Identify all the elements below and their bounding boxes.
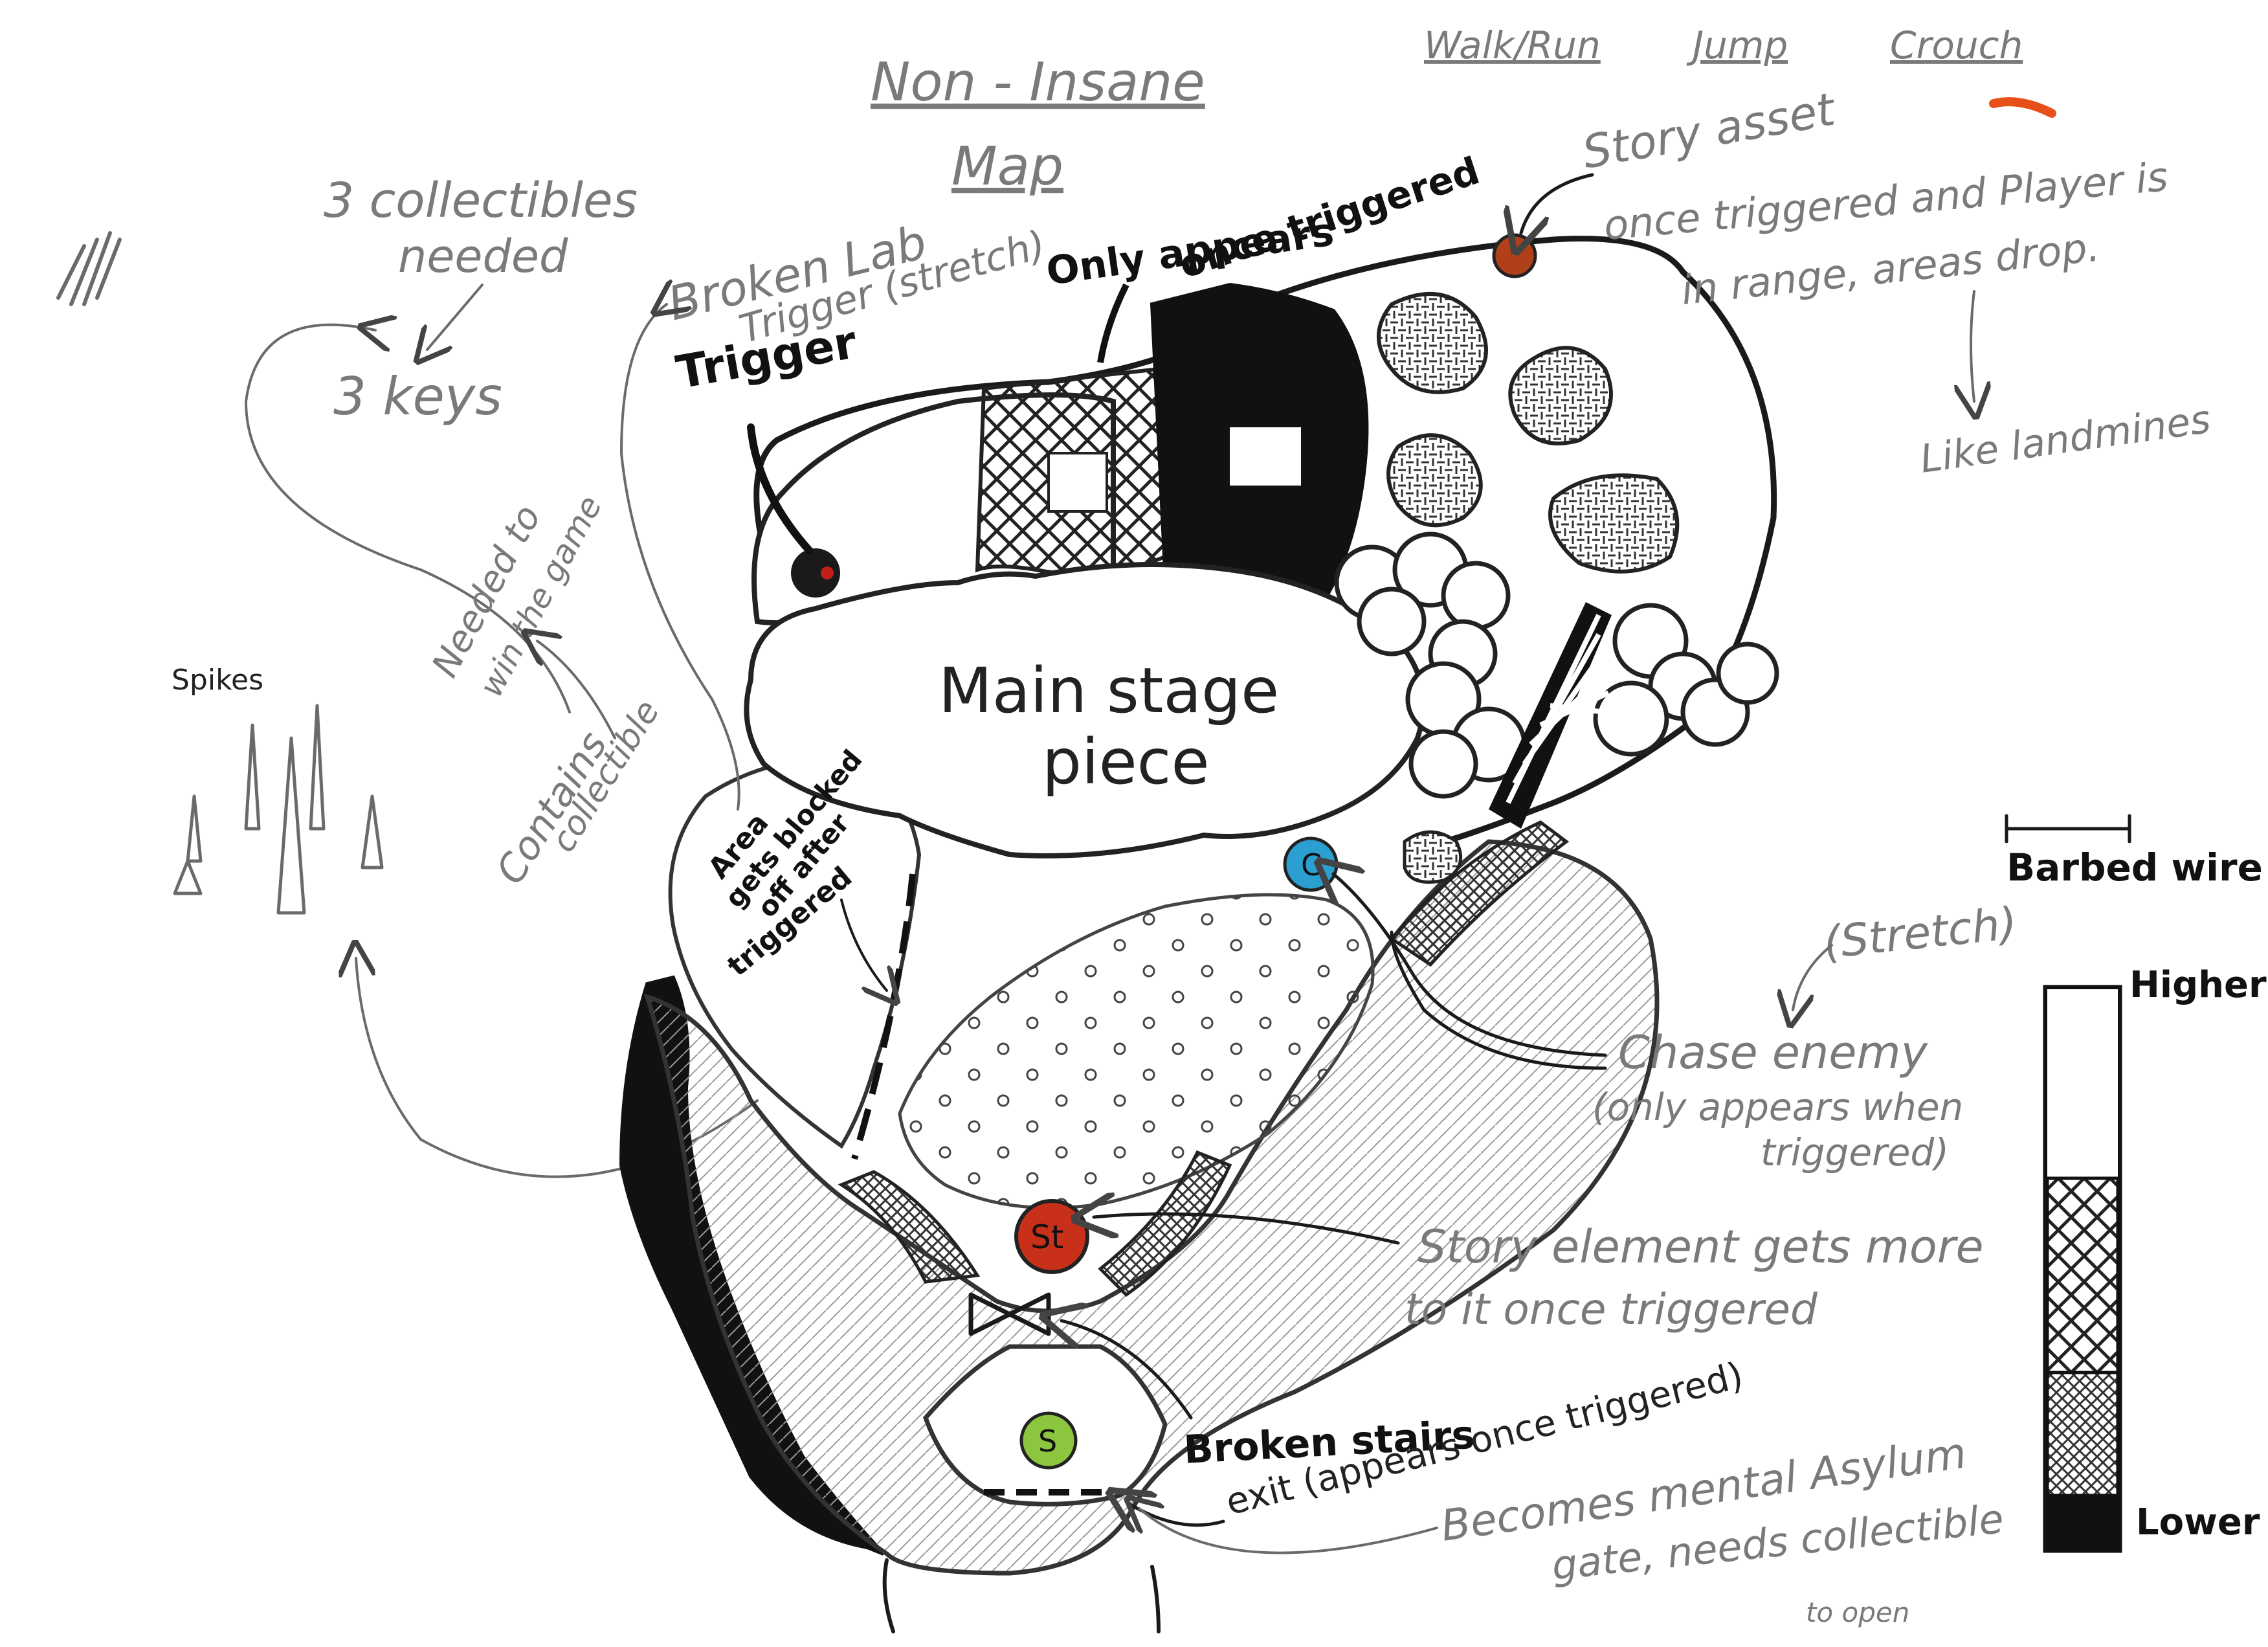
legend-higher-label: Higher	[2129, 964, 2267, 1006]
legend-high-band	[2047, 989, 2118, 1177]
keys-note: 3 keys	[333, 366, 502, 427]
area-blocked-arrow	[840, 899, 887, 991]
orange-smudge	[1989, 97, 2056, 118]
landmine-pad-2	[1508, 346, 1613, 445]
trigger-arrow	[747, 423, 813, 554]
landmine-pad-3	[1386, 433, 1483, 528]
exit-pointer	[1126, 1502, 1225, 1525]
broken-stairs-pointer	[1062, 1321, 1193, 1420]
header: Non - Insane Map Walk/Run Jump Crouch	[56, 23, 2056, 306]
collectibles-note-line2: needed	[398, 230, 568, 283]
blocked-area-dashed-barrier	[851, 873, 916, 1160]
spikes-label: Spikes	[172, 664, 263, 697]
only-appears-arrow	[1097, 283, 1129, 363]
only-appears-note-line2: once triggered	[1173, 148, 1484, 287]
asylum-pointer	[1139, 1508, 1438, 1554]
pencil-smudge	[56, 231, 122, 306]
map-title-line1: Non - Insane	[871, 52, 1205, 113]
lab-crosshatch-window	[1047, 452, 1108, 513]
control-walk-run: Walk/Run	[1424, 23, 1601, 67]
legend-low-band	[2045, 1371, 2120, 1497]
broken-lab-pointer	[620, 304, 740, 811]
asylum-note-line3: to open	[1806, 1597, 1909, 1628]
chase-enemy-pointer-2	[1390, 930, 1607, 1070]
map: Main stage piece	[619, 173, 1779, 1633]
legend-lowest-band	[2047, 1496, 2118, 1549]
broken-stairs-icon	[968, 1292, 1051, 1336]
contains-to-needed-arrow	[537, 641, 616, 739]
stairs-icon	[1489, 602, 1612, 829]
collectible-marker-label: C	[1301, 847, 1322, 882]
landmine-pad-5	[1403, 830, 1463, 884]
tree-cluster	[1334, 532, 1779, 799]
landmines-arrow	[1971, 290, 1974, 401]
left-bridge	[838, 1170, 981, 1284]
chase-enemy-note-line3: triggered)	[1761, 1130, 1949, 1174]
story-element-note-line1: Story element gets more	[1418, 1220, 1984, 1273]
collectibles-note-line1: 3 collectibles	[324, 173, 638, 229]
story-element-note-line2: to it once triggered	[1405, 1284, 1818, 1334]
main-stage-region	[744, 562, 1426, 858]
map-outer-boundary	[753, 236, 1777, 845]
height-legend: Higher Lower	[2043, 964, 2267, 1553]
spikes-icon	[173, 704, 384, 915]
control-jump: Jump	[1686, 23, 1788, 67]
main-stage-label-line1: Main stage	[939, 655, 1279, 727]
landmine-pad-1	[1377, 292, 1488, 394]
legend-mid-band	[2045, 1176, 2120, 1374]
barbed-wire-note: Barbed wire	[2007, 846, 2263, 890]
stretch-note: (Stretch)	[1821, 898, 2019, 969]
story-element-marker-label: St	[1030, 1218, 1063, 1256]
right-bridge	[1098, 1150, 1232, 1297]
story-asset-note: Story asset	[1579, 82, 1840, 179]
trigger-marker	[791, 548, 840, 598]
barbed-wire-icon	[2005, 814, 2131, 844]
upper-right-bridge	[1389, 820, 1570, 967]
story-asset-arrow	[1521, 173, 1594, 233]
start-marker: S	[1019, 1411, 1078, 1470]
story-element-pointer	[1094, 1214, 1400, 1245]
stretch-arrow	[1793, 944, 1833, 1010]
chase-enemy-note-line1: Chase enemy	[1618, 1026, 1929, 1079]
main-stage-label-line2: piece	[1042, 726, 1210, 798]
collectibles-to-keys-arrow	[427, 284, 484, 350]
start-marker-label: S	[1038, 1424, 1057, 1459]
story-asset-marker	[1492, 233, 1537, 278]
control-crouch: Crouch	[1890, 23, 2023, 67]
legend-lower-label: Lower	[2136, 1501, 2260, 1543]
blocked-area-region	[668, 755, 922, 1149]
collectible-marker: C	[1283, 836, 1339, 892]
map-title-line2: Map	[951, 136, 1063, 197]
lower-valley	[643, 839, 1660, 1576]
like-landmines-note: Like landmines	[1917, 397, 2213, 482]
chase-enemy-pointer	[1333, 874, 1607, 1057]
keys-loop-arrow	[245, 325, 571, 713]
chase-enemy-note-line2: (only appears when	[1592, 1085, 1963, 1129]
bottom-path-lines	[882, 1558, 1161, 1633]
story-element-marker: St	[1014, 1199, 1089, 1274]
dotted-field	[898, 893, 1375, 1210]
broken-lab-window	[1230, 427, 1301, 486]
landmine-pad-4	[1548, 473, 1680, 574]
